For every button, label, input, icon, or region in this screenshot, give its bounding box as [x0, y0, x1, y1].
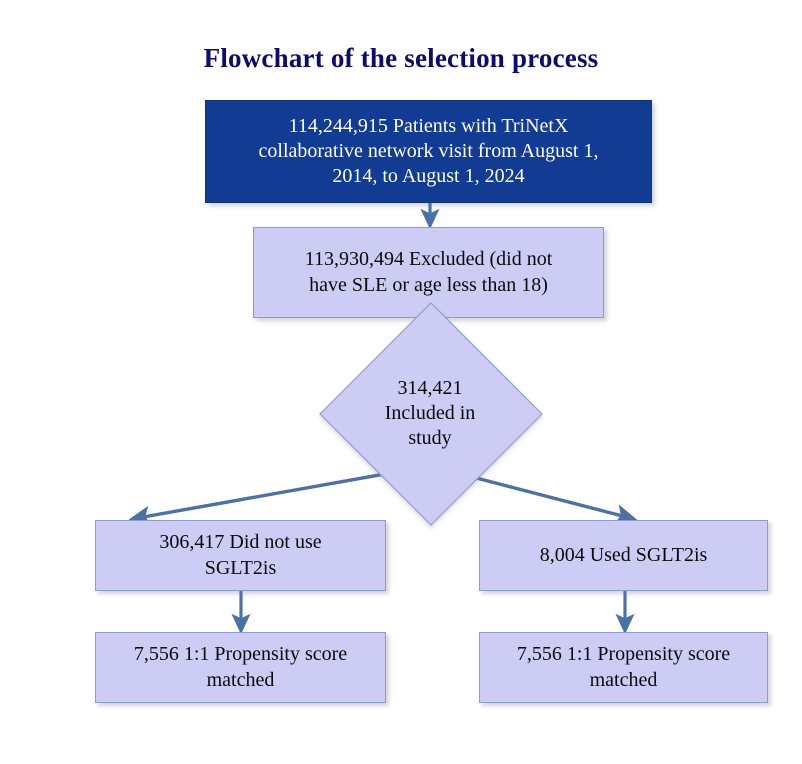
- node-used-sglt2is-label: 8,004 Used SGLT2is: [539, 543, 708, 566]
- node-used-sglt2is: 8,004 Used SGLT2is: [479, 520, 768, 591]
- node-excluded-label: 113,930,494 Excluded (did not have SLE o…: [304, 248, 553, 296]
- node-no-sglt2is: 306,417 Did not use SGLT2is: [95, 520, 386, 591]
- node-matched-right: 7,556 1:1 Propensity score matched: [479, 632, 768, 703]
- page-title: Flowchart of the selection process: [203, 43, 599, 73]
- node-matched-left-label: 7,556 1:1 Propensity score matched: [133, 643, 348, 691]
- node-matched-left: 7,556 1:1 Propensity score matched: [95, 632, 386, 703]
- node-source-population-label: 114,244,915 Patients with TriNetX collab…: [258, 114, 599, 188]
- node-source-population: 114,244,915 Patients with TriNetX collab…: [205, 100, 652, 203]
- node-excluded: 113,930,494 Excluded (did not have SLE o…: [253, 227, 604, 318]
- node-matched-right-label: 7,556 1:1 Propensity score matched: [516, 643, 731, 691]
- node-no-sglt2is-label: 306,417 Did not use SGLT2is: [159, 531, 322, 579]
